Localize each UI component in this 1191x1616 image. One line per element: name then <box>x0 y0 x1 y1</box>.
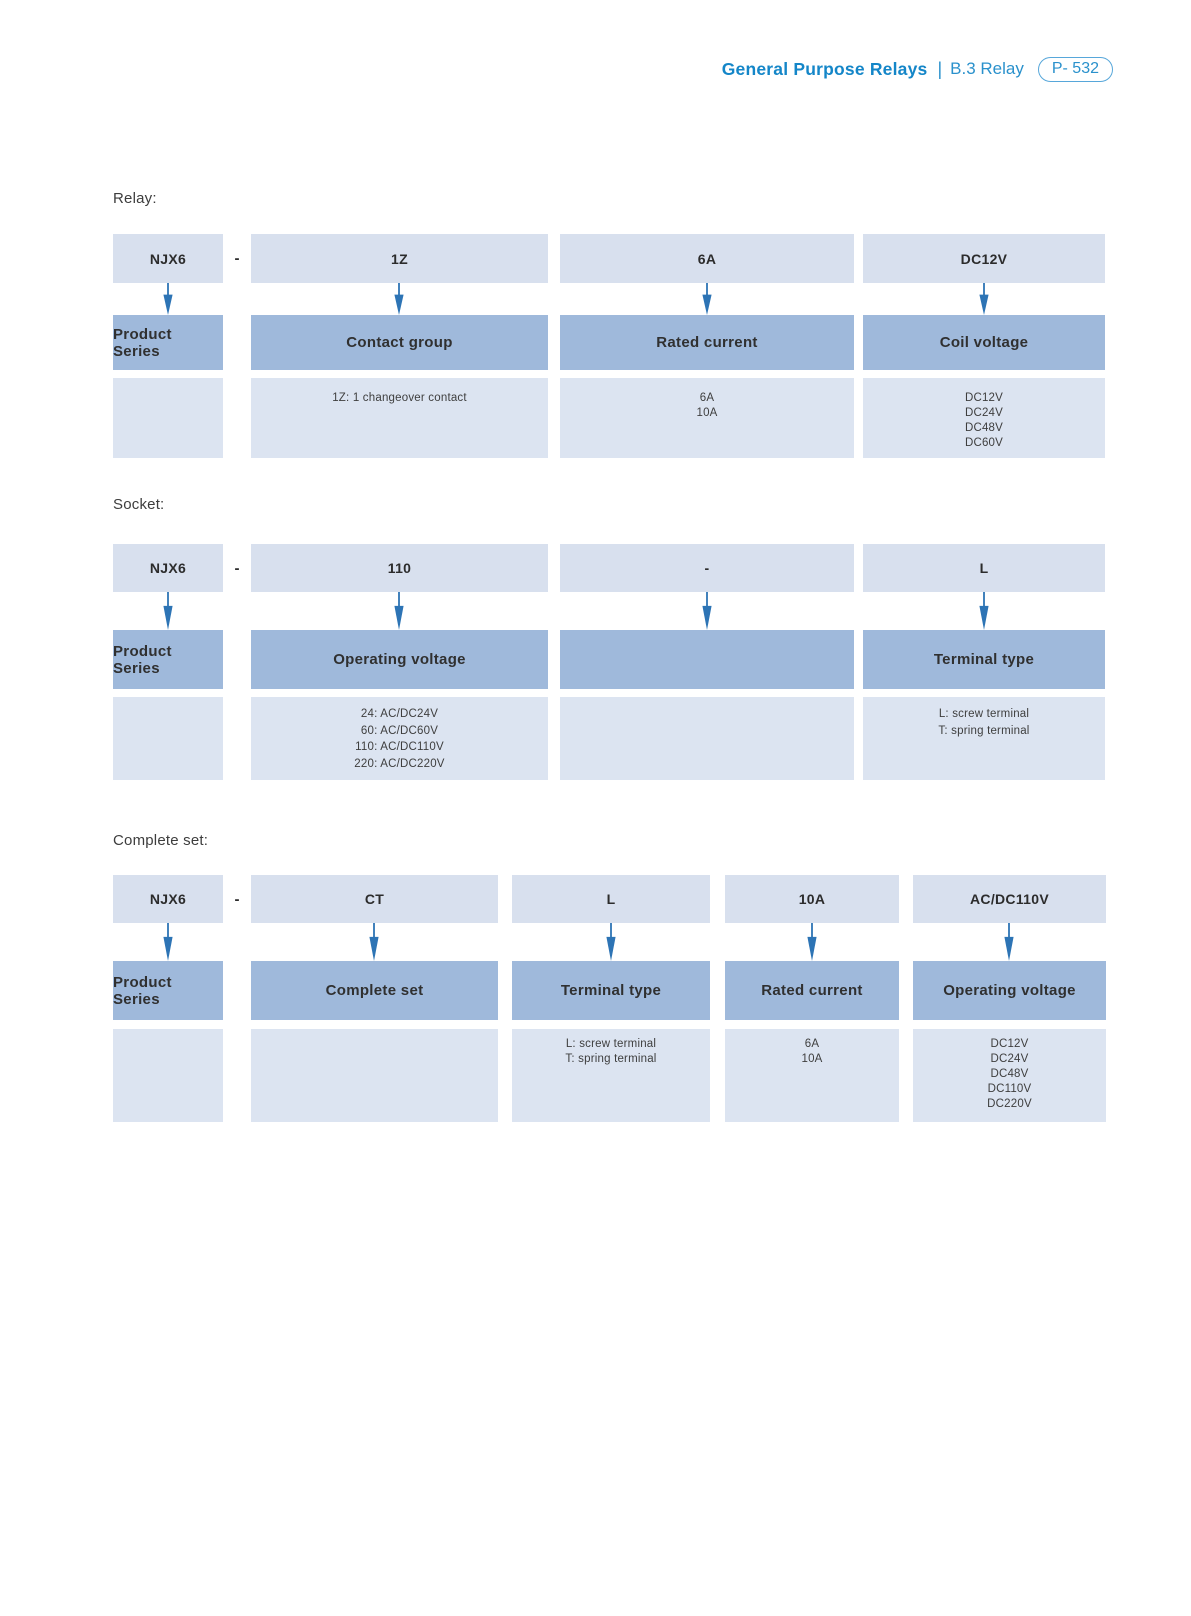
socket-voltage-options: 24: AC/DC24V 60: AC/DC60V 110: AC/DC110V… <box>251 697 548 780</box>
relay-voltage-options: DC12V DC24V DC48V DC60V <box>863 378 1105 458</box>
relay-series-label: Product Series <box>113 315 223 370</box>
socket-voltage-code: 110 <box>251 544 548 592</box>
down-arrow-icon <box>162 283 174 315</box>
set-series-options <box>113 1029 223 1122</box>
socket-terminal-options: L: screw terminal T: spring terminal <box>863 697 1105 780</box>
socket-blank-options <box>560 697 854 780</box>
down-arrow-icon <box>162 923 174 961</box>
complete-set-section-label: Complete set: <box>113 832 209 849</box>
down-arrow-icon <box>162 592 174 630</box>
socket-dash: - <box>234 559 240 577</box>
set-voltage-code: AC/DC110V <box>913 875 1106 923</box>
down-arrow-icon <box>393 283 405 315</box>
page-header: General Purpose Relays | B.3 Relay P- 53… <box>722 54 1113 84</box>
header-divider: | <box>937 58 943 79</box>
down-arrow-icon <box>368 923 380 961</box>
down-arrow-icon <box>1003 923 1015 961</box>
relay-contact-code: 1Z <box>251 234 548 283</box>
set-complete-code: CT <box>251 875 498 923</box>
down-arrow-icon <box>806 923 818 961</box>
relay-series-code: NJX6 <box>113 234 223 283</box>
relay-current-options: 6A 10A <box>560 378 854 458</box>
down-arrow-icon <box>978 283 990 315</box>
down-arrow-icon <box>978 592 990 630</box>
socket-series-label: Product Series <box>113 630 223 689</box>
down-arrow-icon <box>393 592 405 630</box>
set-current-code: 10A <box>725 875 899 923</box>
socket-section-label: Socket: <box>113 496 165 513</box>
relay-current-label: Rated current <box>560 315 854 370</box>
set-terminal-label: Terminal type <box>512 961 710 1020</box>
down-arrow-icon <box>701 592 713 630</box>
set-series-label: Product Series <box>113 961 223 1020</box>
relay-series-options <box>113 378 223 458</box>
set-current-options: 6A 10A <box>725 1029 899 1122</box>
set-series-code: NJX6 <box>113 875 223 923</box>
relay-voltage-code: DC12V <box>863 234 1105 283</box>
set-voltage-options: DC12V DC24V DC48V DC110V DC220V <box>913 1029 1106 1122</box>
relay-voltage-label: Coil voltage <box>863 315 1105 370</box>
relay-dash: - <box>234 250 240 267</box>
set-dash: - <box>234 890 240 908</box>
down-arrow-icon <box>701 283 713 315</box>
relay-section-label: Relay: <box>113 190 157 207</box>
socket-voltage-label: Operating voltage <box>251 630 548 689</box>
socket-terminal-label: Terminal type <box>863 630 1105 689</box>
socket-series-code: NJX6 <box>113 544 223 592</box>
set-current-label: Rated current <box>725 961 899 1020</box>
relay-contact-options: 1Z: 1 changeover contact <box>251 378 548 458</box>
relay-current-code: 6A <box>560 234 854 283</box>
socket-series-options <box>113 697 223 780</box>
socket-blank-code: - <box>560 544 854 592</box>
socket-terminal-code: L <box>863 544 1105 592</box>
down-arrow-icon <box>605 923 617 961</box>
set-terminal-options: L: screw terminal T: spring terminal <box>512 1029 710 1122</box>
socket-blank-label <box>560 630 854 689</box>
set-complete-options <box>251 1029 498 1122</box>
header-subtitle: B.3 Relay <box>950 59 1024 78</box>
set-terminal-code: L <box>512 875 710 923</box>
page-number-badge: P- 532 <box>1037 56 1113 82</box>
set-voltage-label: Operating voltage <box>913 961 1106 1020</box>
header-title: General Purpose Relays <box>721 58 928 79</box>
set-complete-label: Complete set <box>251 961 498 1020</box>
relay-contact-label: Contact group <box>251 315 548 370</box>
